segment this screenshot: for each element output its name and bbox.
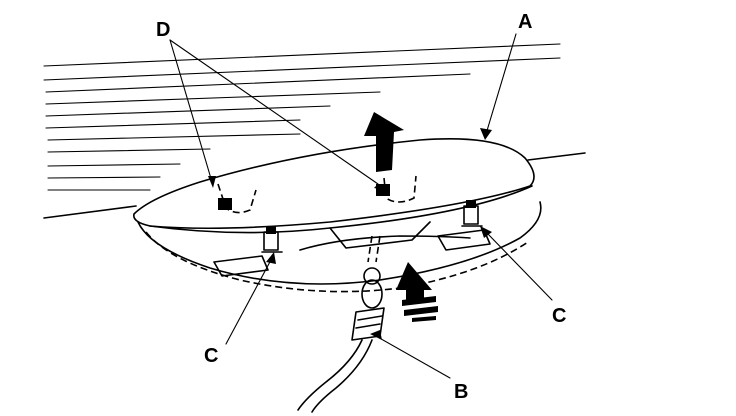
push-in-arrow xyxy=(396,262,438,322)
callout-a: A xyxy=(518,11,532,33)
callout-c-left: C xyxy=(204,345,218,367)
callout-b: B xyxy=(454,381,468,403)
bulb-socket xyxy=(297,235,385,413)
leader-lines xyxy=(169,33,553,379)
pin-c-left xyxy=(261,226,283,253)
clip-d-left xyxy=(217,183,257,214)
light-housing xyxy=(133,138,535,234)
pull-up-arrow xyxy=(364,112,404,172)
vehicle-body-panel xyxy=(43,43,586,219)
pin-c-right xyxy=(461,200,483,227)
mounting-base xyxy=(137,201,542,293)
callout-d: D xyxy=(156,19,170,41)
callout-c-right: C xyxy=(552,305,566,327)
